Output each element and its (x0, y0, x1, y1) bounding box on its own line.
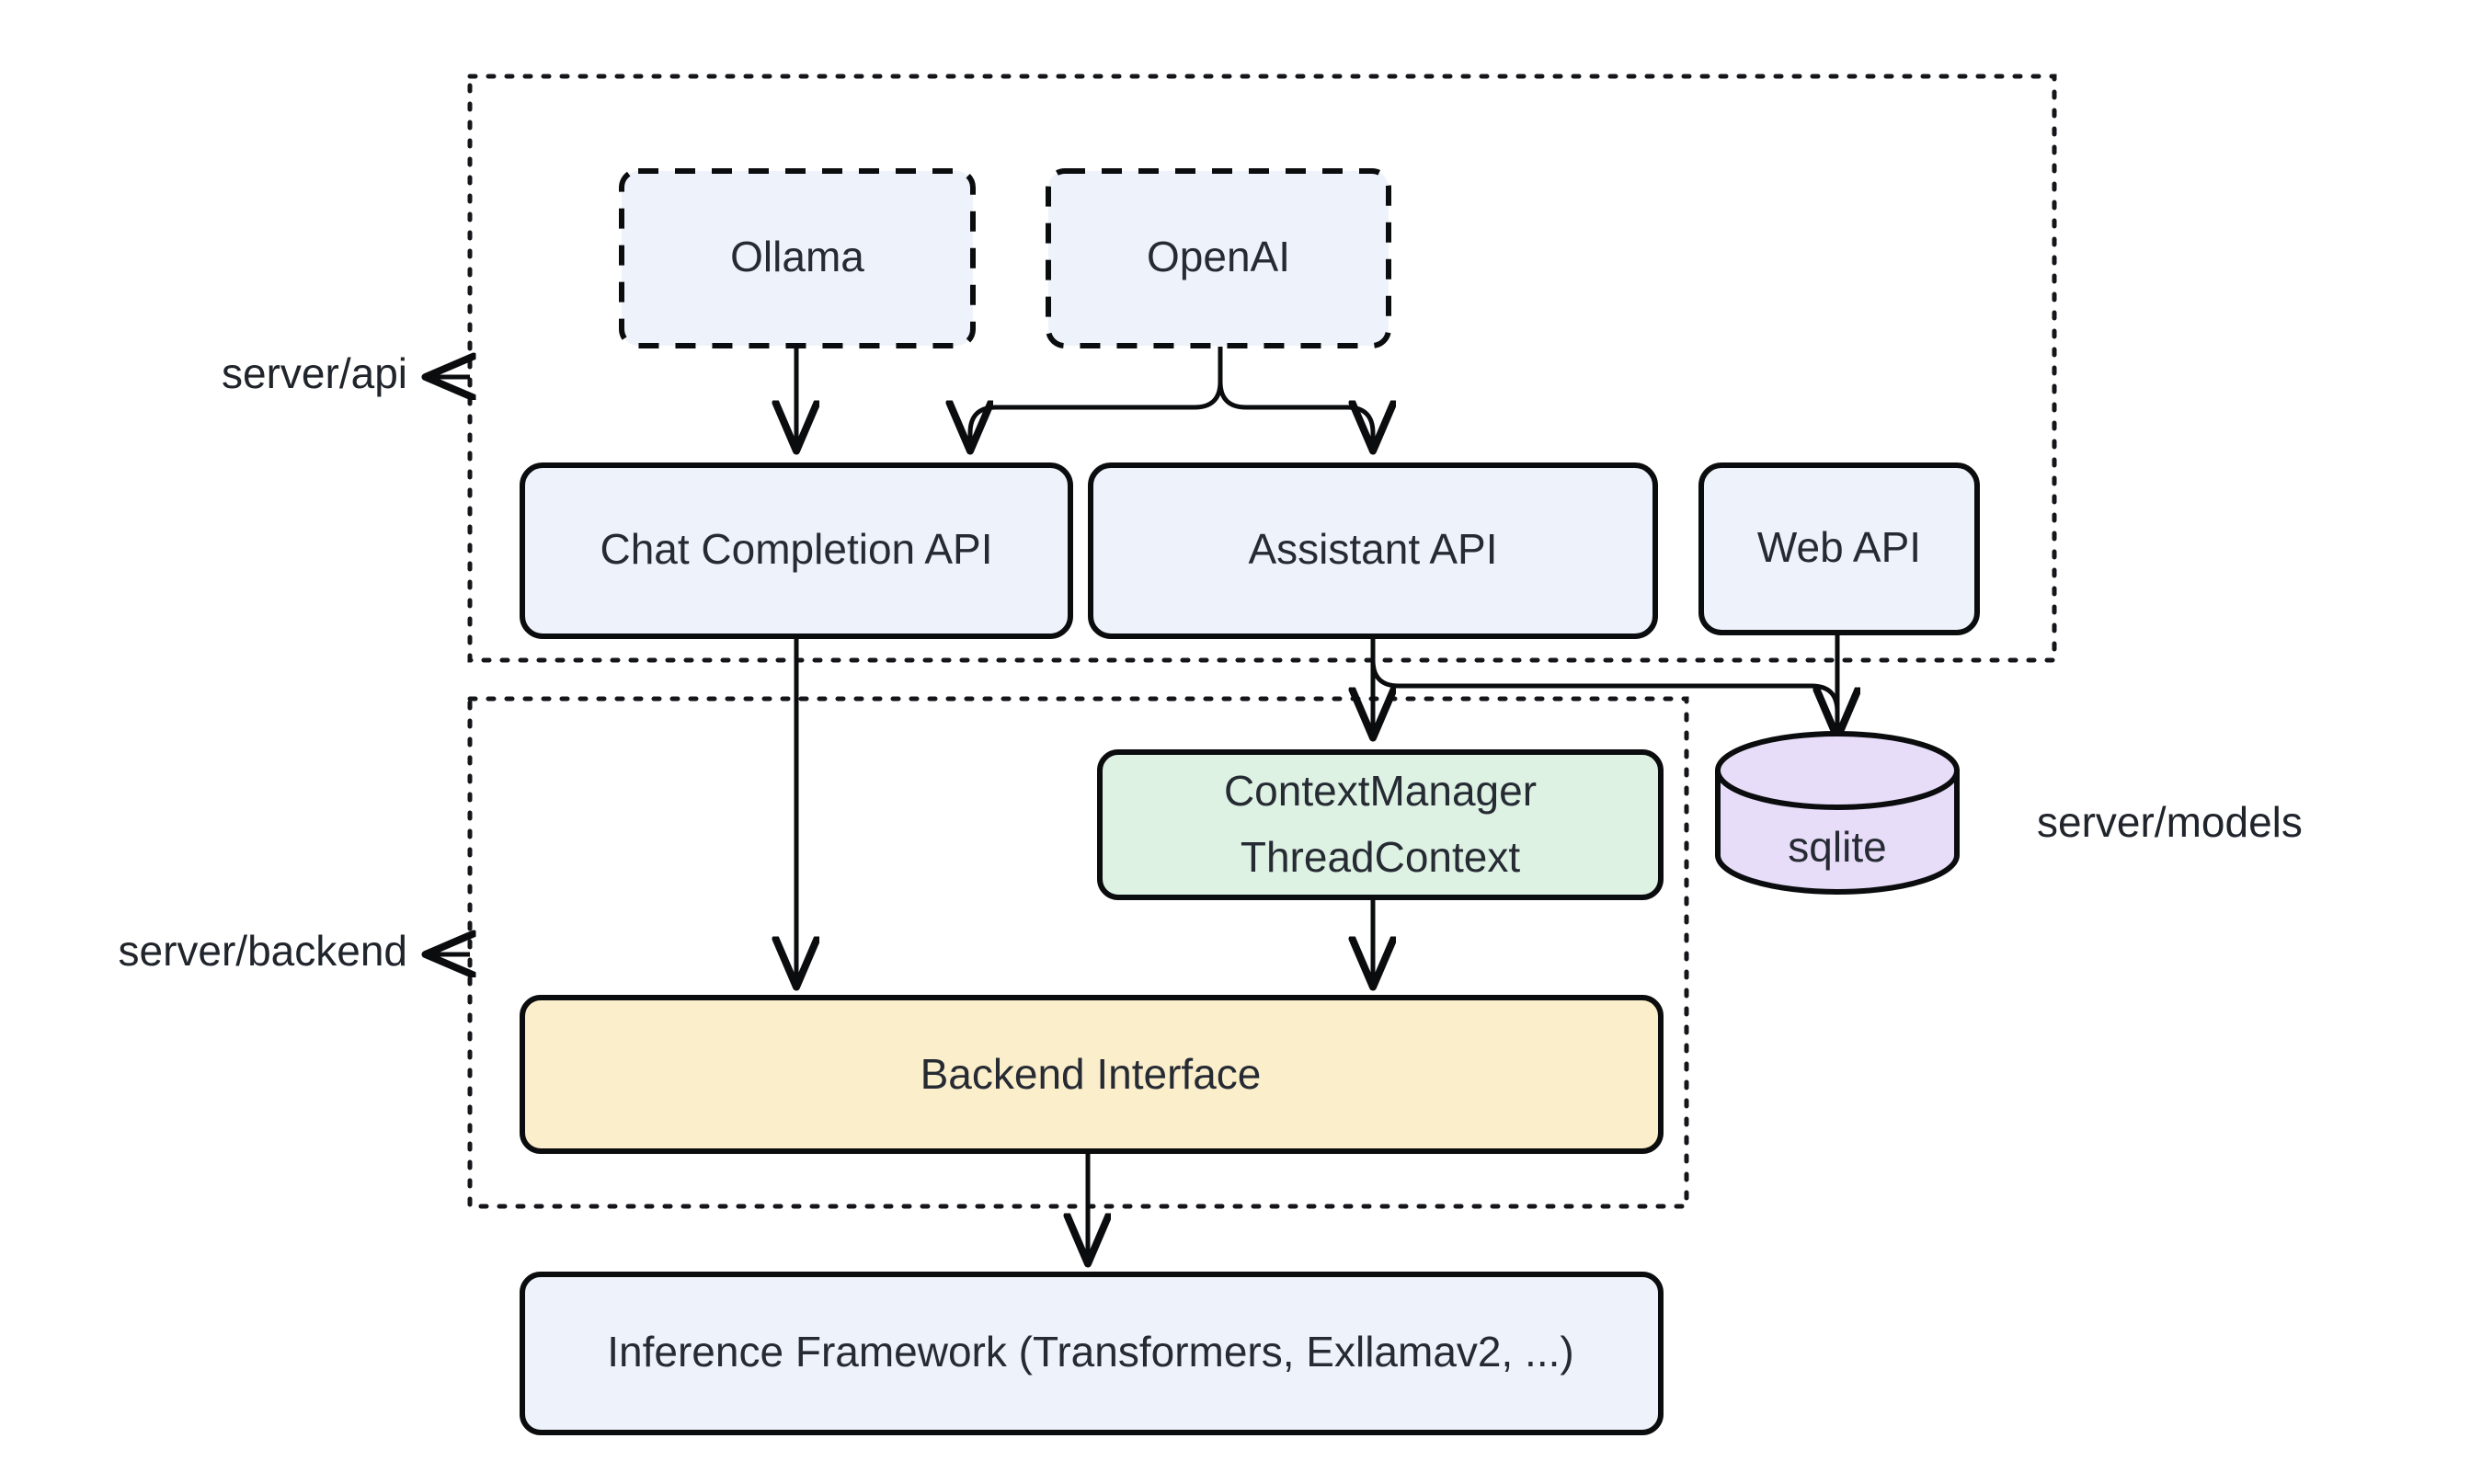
node-context-manager[interactable]: ContextManager ThreadContext (1097, 749, 1664, 900)
edge-openai-to-chat-completion-api (970, 347, 1223, 449)
cluster-server-api: server/api (222, 74, 2057, 663)
node-chat-completion-api-label: Chat Completion API (600, 525, 992, 573)
node-inference-framework-box[interactable] (520, 1272, 1664, 1435)
cluster-backend-border (467, 696, 1689, 1209)
node-web-api-box[interactable] (1698, 462, 1980, 635)
node-assistant-api[interactable]: Assistant API (1088, 462, 1658, 639)
node-web-api[interactable]: Web API (1698, 462, 1980, 635)
node-openai-box[interactable] (1046, 168, 1391, 348)
node-web-api-label: Web API (1757, 523, 1921, 571)
edge-openai-to-assistant-api (1218, 347, 1373, 449)
node-chat-completion-api[interactable]: Chat Completion API (520, 462, 1073, 639)
node-context-manager-label-line2: ThreadContext (1241, 833, 1520, 881)
node-assistant-api-box[interactable] (1088, 462, 1658, 639)
node-openai-label: OpenAI (1147, 233, 1290, 280)
node-sqlite[interactable]: sqlite (1715, 731, 1960, 895)
node-inference-framework[interactable]: Inference Framework (Transformers, Exlla… (520, 1272, 1664, 1435)
node-chat-completion-api-box[interactable] (520, 462, 1073, 639)
node-context-manager-label-line1: ContextManager (1224, 767, 1537, 815)
node-backend-interface-box[interactable] (520, 995, 1664, 1154)
node-backend-interface-label: Backend Interface (921, 1050, 1262, 1098)
node-sqlite-cylinder-top[interactable] (1715, 731, 1960, 810)
cluster-models-label: server/models (2037, 798, 2303, 846)
node-context-manager-box[interactable] (1097, 749, 1664, 900)
node-ollama-box[interactable] (619, 168, 976, 348)
node-assistant-api-label: Assistant API (1248, 525, 1497, 573)
edge-layer (796, 347, 1837, 1261)
cluster-backend-label: server/backend (119, 927, 408, 975)
node-ollama-label: Ollama (730, 233, 864, 280)
node-openai[interactable]: OpenAI (1046, 168, 1391, 348)
cluster-api-label: server/api (222, 349, 407, 397)
cluster-server-backend: server/backend (119, 696, 1689, 1209)
node-inference-framework-label: Inference Framework (Transformers, Exlla… (607, 1328, 1573, 1376)
node-sqlite-label: sqlite (1788, 823, 1886, 871)
node-backend-interface[interactable]: Backend Interface (520, 995, 1664, 1154)
node-ollama[interactable]: Ollama (619, 168, 976, 348)
edge-assistant-api-to-sqlite (1370, 644, 1837, 736)
